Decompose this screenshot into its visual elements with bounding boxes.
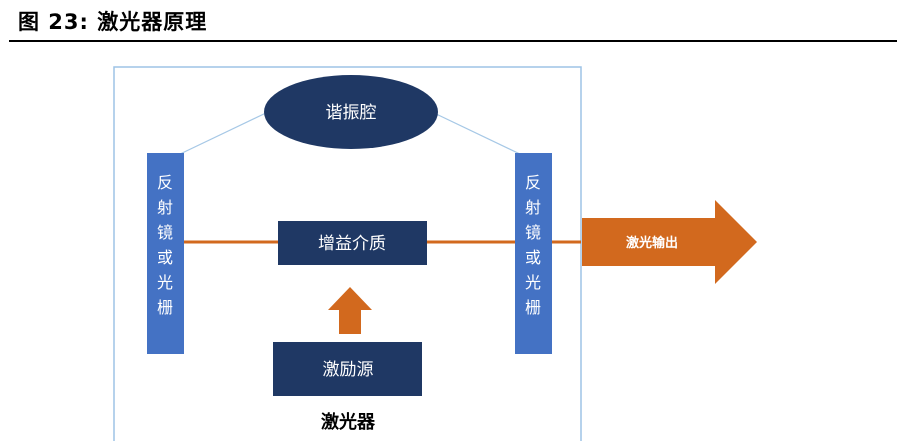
resonator-ellipse [264,75,438,149]
mirror-left-char: 或 [157,248,173,267]
mirror-left [147,153,184,354]
pump-source-label: 激励源 [323,360,374,380]
mirror-right-char: 或 [525,248,541,267]
figure-title: 图 23: 激光器原理 [18,10,208,34]
title-divider [9,40,897,42]
mirror-left-char: 栅 [157,298,173,317]
mirror-left-char: 反 [157,173,173,192]
mirror-right-char: 反 [525,173,541,192]
gain-medium-label: 增益介质 [318,234,386,254]
mirror-left-char: 光 [157,273,173,292]
mirror-left-char: 镜 [157,223,173,242]
mirror-right-char: 栅 [525,298,541,317]
pump-source-box [273,342,422,396]
laser-frame [113,66,582,441]
pump-up-arrow [328,287,372,334]
resonator-label: 谐振腔 [326,103,377,123]
mirror-right-char: 射 [525,198,541,217]
laser-output-label: 激光输出 [626,235,678,251]
mirror-left-char: 射 [157,198,173,217]
mirror-right-char: 光 [525,273,541,292]
mirror-right [515,153,552,354]
diagram-caption: 激光器 [321,411,376,433]
gain-medium-box [278,221,427,265]
mirror-right-char: 镜 [525,223,541,242]
laser-output-arrow [582,200,757,284]
